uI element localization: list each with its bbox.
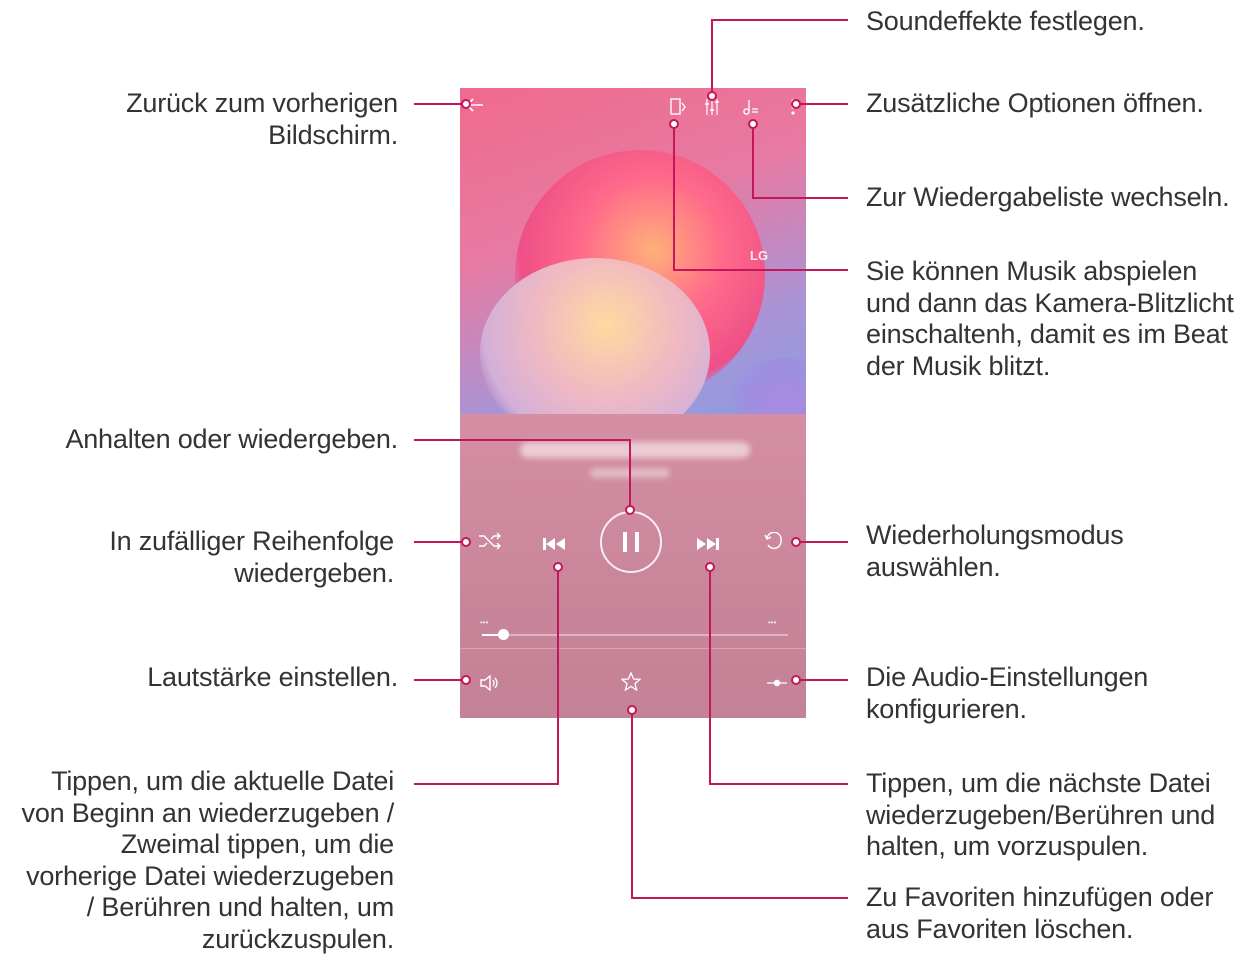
previous-icon[interactable]	[542, 534, 566, 557]
song-title-blurred	[520, 442, 750, 458]
shuffle-icon[interactable]	[478, 532, 502, 556]
playlist-icon[interactable]	[741, 98, 759, 121]
label-more-options: Zusätzliche Optionen öffnen.	[866, 88, 1204, 118]
progress-fill	[482, 634, 504, 636]
music-player-screen: LG ••• •••	[460, 88, 806, 718]
label-back: Zurück zum vorherigen Bildschirm.	[126, 88, 398, 150]
album-art-shape	[480, 258, 710, 414]
total-time: •••	[768, 618, 777, 627]
label-favorites: Zu Favoriten hinzufügen oder aus Favorit…	[866, 882, 1214, 944]
progress-bar[interactable]	[482, 629, 788, 640]
pause-icon	[635, 532, 639, 552]
label-sound-effects: Soundeffekte festlegen.	[866, 6, 1145, 36]
label-repeat: Wiederholungsmodus auswählen.	[866, 520, 1124, 582]
sound-effects-icon[interactable]	[704, 98, 720, 121]
next-icon[interactable]	[696, 534, 720, 557]
flash-beat-icon[interactable]	[670, 98, 686, 121]
label-pause-play: Anhalten oder wiedergeben.	[65, 424, 398, 454]
label-next: Tippen, um die nächste Datei wiederzugeb…	[866, 768, 1216, 861]
label-previous: Tippen, um die aktuelle Datei von Beginn…	[21, 766, 395, 954]
star-icon[interactable]	[620, 671, 642, 697]
label-flash: Sie können Musik abspielen und dann das …	[866, 256, 1234, 381]
audio-settings-icon[interactable]	[766, 674, 788, 697]
volume-icon[interactable]	[480, 674, 500, 697]
label-audio-settings: Die Audio-Einstellungen konfigurieren.	[866, 662, 1149, 724]
repeat-icon[interactable]	[764, 531, 784, 556]
elapsed-time: •••	[480, 618, 489, 627]
label-playlist: Zur Wiedergabeliste wechseln.	[866, 182, 1230, 212]
progress-knob[interactable]	[498, 629, 510, 640]
divider	[460, 648, 806, 649]
album-art: LG	[460, 88, 806, 414]
pause-icon	[623, 532, 627, 552]
lg-logo: LG	[750, 248, 769, 263]
label-volume: Lautstärke einstellen.	[147, 662, 398, 692]
label-shuffle: In zufälliger Reihenfolge wiedergeben.	[109, 526, 394, 588]
